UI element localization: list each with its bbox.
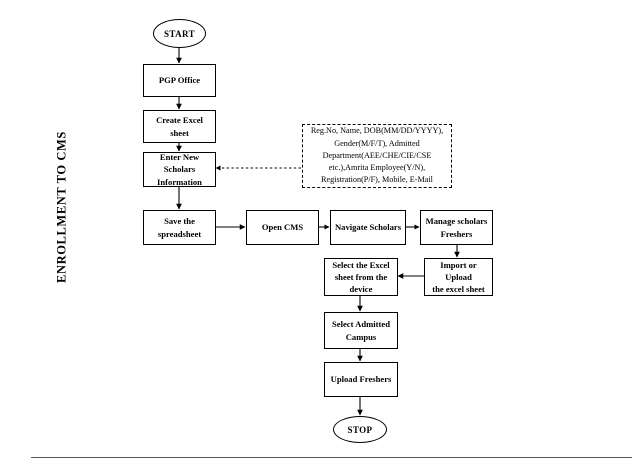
node-pgp-office: PGP Office [143, 64, 216, 97]
node-save-spreadsheet-line1: Save the [164, 216, 195, 227]
footer-divider [31, 457, 632, 458]
note-line-1: Reg.No, Name, DOB(MM/DD/YYYY), [310, 126, 444, 136]
node-select-excel-line2: sheet from the [334, 271, 388, 282]
node-save-spreadsheet-line2: spreadsheet [157, 228, 202, 239]
terminator-start: START [153, 19, 206, 48]
node-import-upload-line2: the excel sheet [432, 284, 485, 295]
terminator-stop: STOP [333, 416, 387, 443]
note-line-5: Registration(P/F), Mobile, E-Mail [321, 175, 433, 185]
node-pgp-office-label: PGP Office [158, 75, 201, 86]
node-enter-new-scholars-line2: Scholars [163, 164, 196, 175]
note-line-3: Department(AEE/CHE/CIE/CSE [322, 150, 432, 160]
node-enter-new-scholars-information: Enter New Scholars Information [143, 152, 216, 187]
node-select-admitted-campus: Select Admitted Campus [324, 312, 398, 349]
node-upload-freshers: Upload Freshers [324, 362, 398, 397]
node-navigate-scholars: Navigate Scholars [330, 210, 406, 245]
node-open-cms-label: Open CMS [261, 222, 304, 233]
node-manage-scholars-line1: Manage scholars [425, 216, 488, 227]
annotation-note-scholar-fields: Reg.No, Name, DOB(MM/DD/YYYY), Gender(M/… [302, 124, 452, 188]
node-select-campus-line2: Campus [345, 331, 377, 342]
node-navigate-scholars-label: Navigate Scholars [334, 222, 402, 233]
node-create-excel-sheet: Create Excel sheet [143, 110, 216, 143]
node-select-excel-line3: device [349, 284, 373, 295]
node-select-campus-line1: Select Admitted [332, 319, 390, 330]
note-line-4: etc.),Amrita Employee(Y/N), [328, 163, 426, 173]
node-import-or-upload-excel-sheet: Import or Upload the excel sheet [424, 258, 493, 296]
section-label-enrollment-to-cms: ENROLLMENT TO CMS [54, 131, 69, 283]
node-manage-scholars-line2: Freshers [440, 228, 473, 239]
node-create-excel-sheet-label: Create Excel sheet [156, 115, 203, 138]
node-import-upload-line1: Import or Upload [440, 259, 477, 282]
node-open-cms: Open CMS [246, 210, 319, 245]
node-upload-freshers-label: Upload Freshers [330, 374, 392, 385]
node-save-the-spreadsheet: Save the spreadsheet [143, 210, 216, 245]
note-line-2: Gender(M/F/T), Admitted [334, 138, 420, 148]
node-enter-new-scholars-line3: Information [157, 176, 202, 187]
node-select-excel-line1: Select the Excel [332, 259, 390, 270]
node-manage-scholars-freshers: Manage scholars Freshers [420, 210, 493, 245]
node-enter-new-scholars-line1: Enter New [159, 152, 200, 163]
node-select-excel-sheet-from-device: Select the Excel sheet from the device [324, 258, 398, 296]
